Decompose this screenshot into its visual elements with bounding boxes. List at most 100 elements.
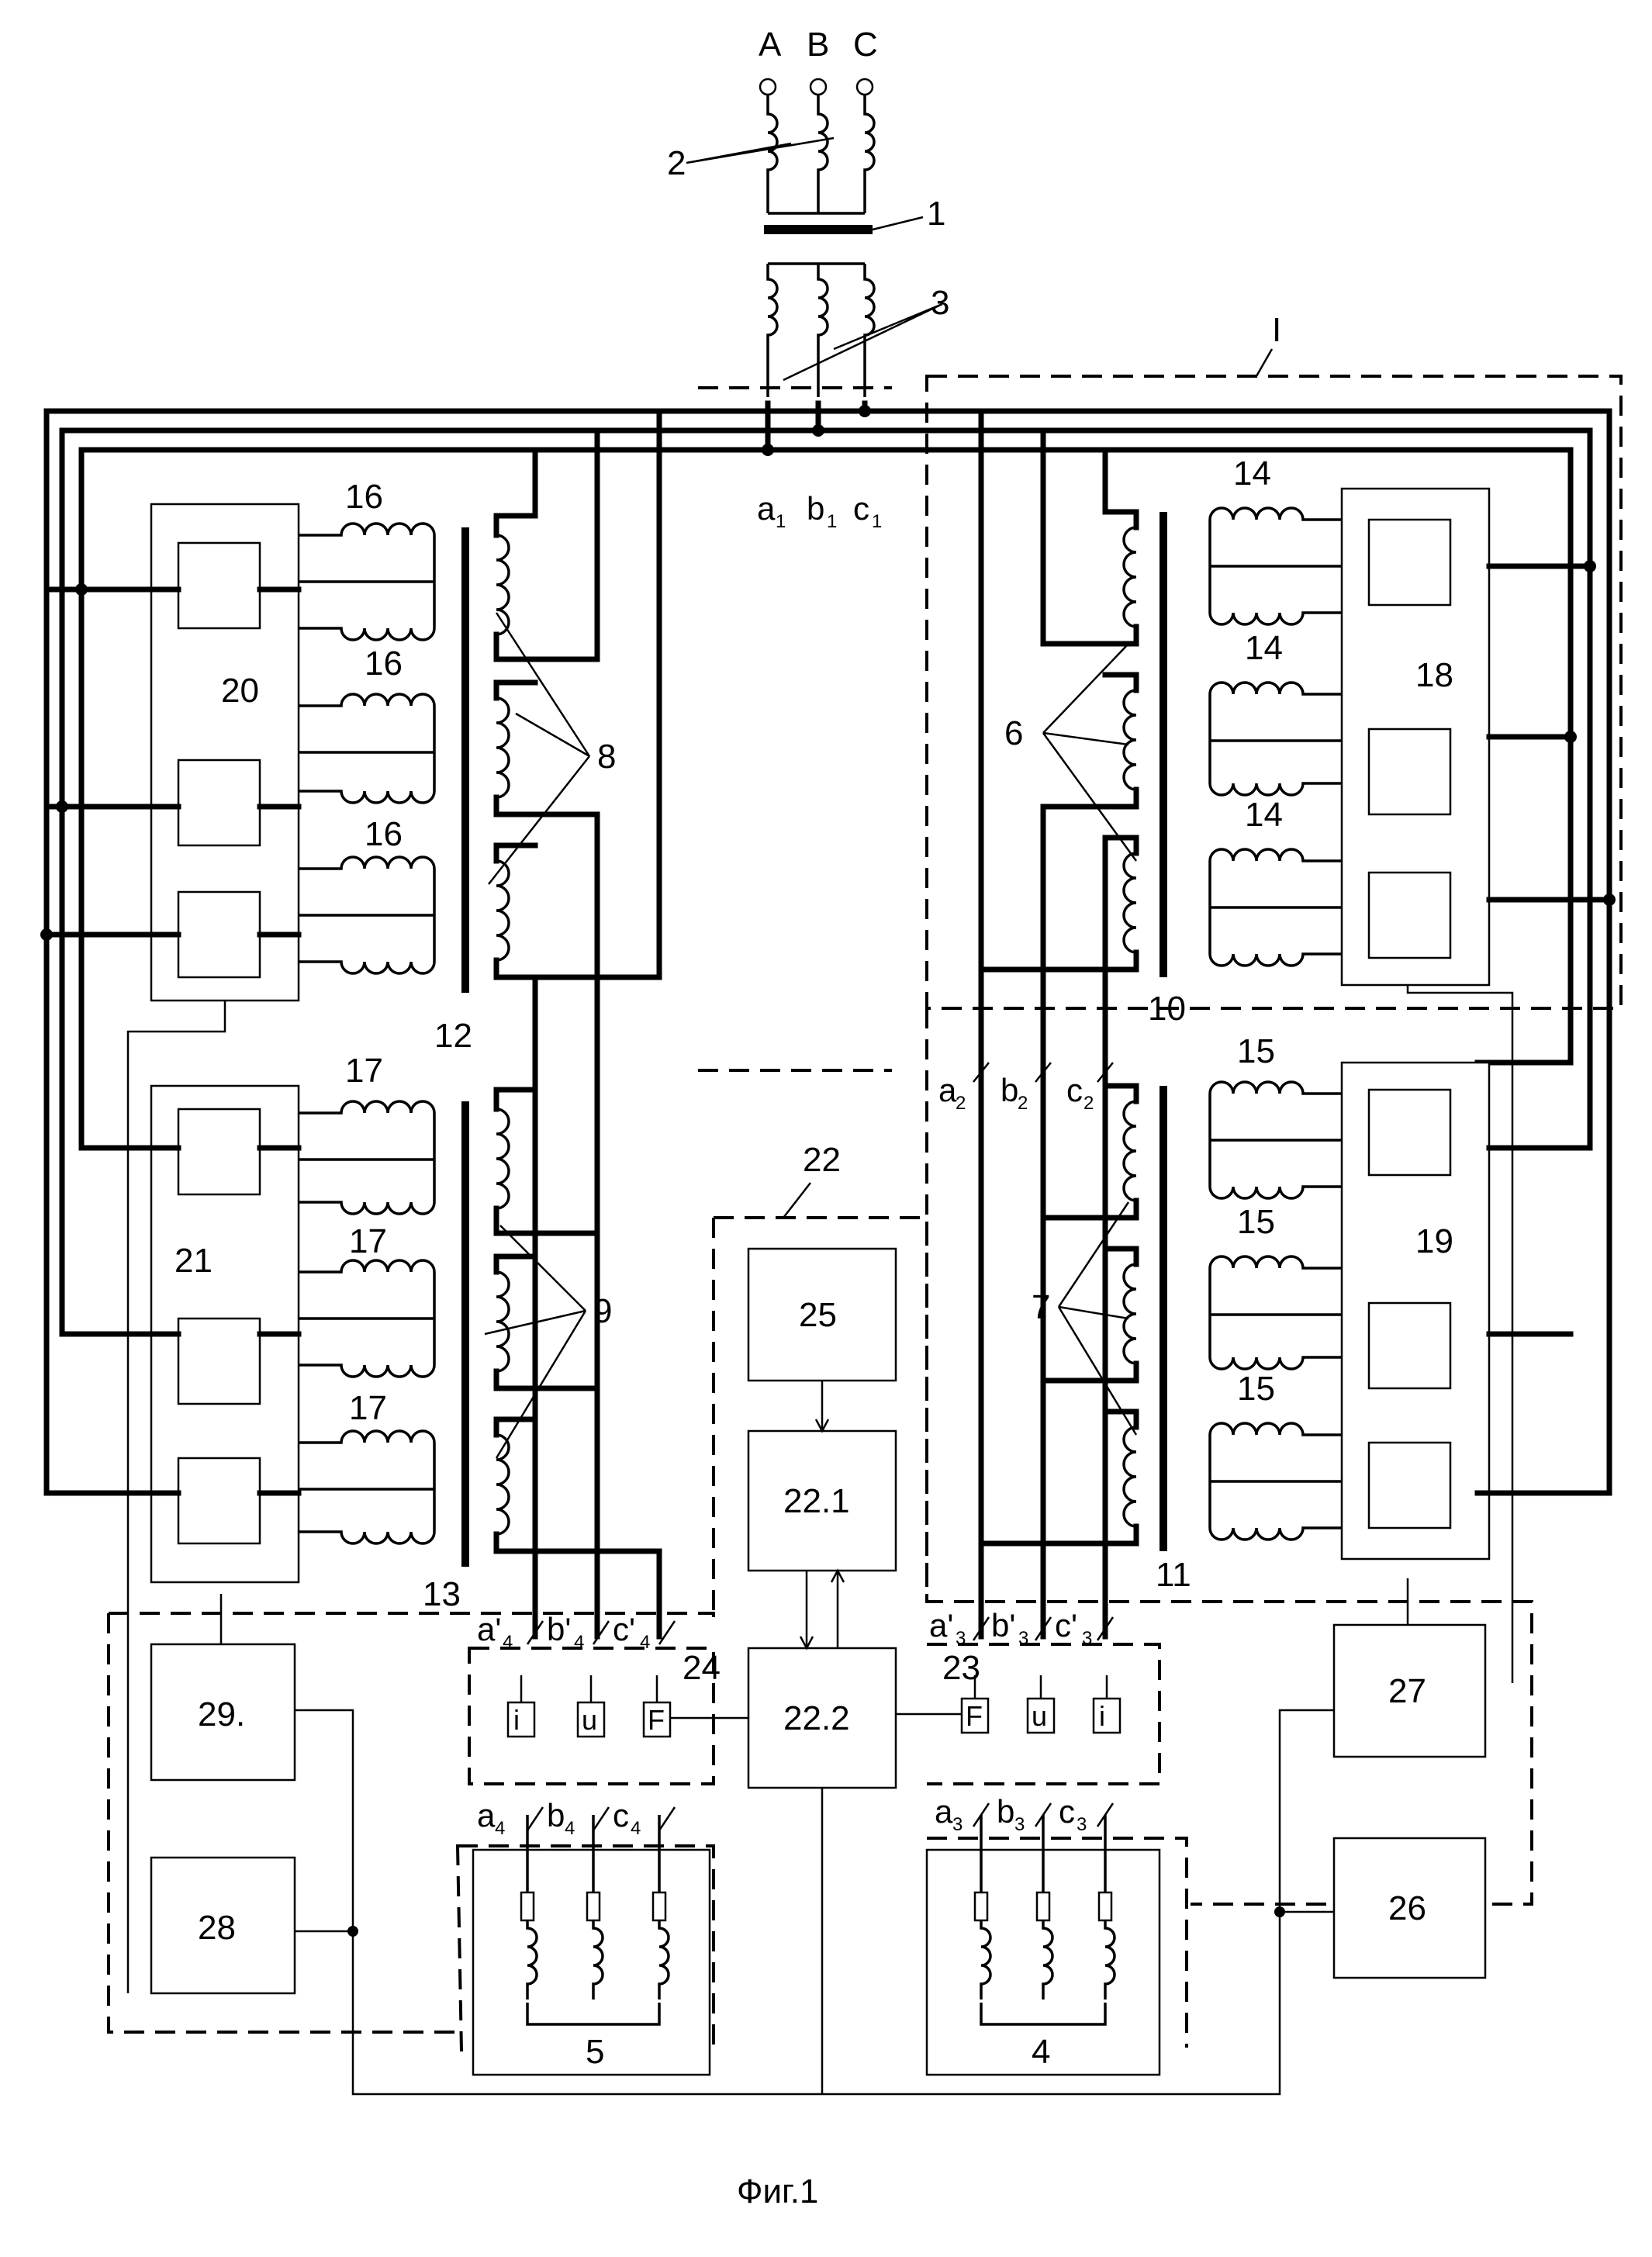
nodes-2: a 2 b 2 c 2 [938, 1063, 1113, 1114]
transformer-12: 16 16 16 12 8 [299, 411, 659, 1055]
svg-text:4: 4 [640, 1632, 650, 1653]
svg-text:b: b [1001, 1072, 1018, 1108]
label-13: 13 [423, 1575, 461, 1613]
svg-text:27: 27 [1388, 1672, 1426, 1710]
svg-text:b': b' [547, 1611, 571, 1647]
label-14b: 14 [1245, 629, 1283, 667]
label-7: 7 [1032, 1288, 1050, 1326]
label-9: 9 [593, 1292, 612, 1330]
svg-text:F: F [966, 1700, 983, 1732]
load-4: 4 a 3 b 3 c 3 [927, 1793, 1187, 2075]
phase-label-B: B [807, 26, 829, 64]
svg-text:29.: 29. [198, 1695, 245, 1733]
svg-text:3: 3 [1014, 1814, 1025, 1835]
svg-text:4: 4 [1032, 2033, 1050, 2071]
label-21: 21 [175, 1242, 213, 1280]
label-16c: 16 [365, 815, 403, 853]
label-1: 1 [927, 195, 945, 233]
main-transformer: A B C 1 2 3 a 1 b 1 c 1 [667, 26, 949, 532]
svg-text:a': a' [477, 1611, 501, 1647]
svg-text:22.1: 22.1 [783, 1482, 850, 1520]
label-8: 8 [597, 738, 616, 776]
label-I: I [1272, 311, 1281, 349]
svg-text:b: b [547, 1797, 565, 1834]
svg-text:c': c' [613, 1611, 635, 1647]
label-14c: 14 [1245, 796, 1283, 834]
svg-text:2: 2 [956, 1093, 966, 1114]
label-24: 24 [683, 1649, 721, 1687]
label-2: 2 [667, 144, 686, 182]
transformer-10: 14 14 14 10 6 [981, 411, 1342, 1070]
svg-text:1: 1 [872, 511, 882, 532]
svg-text:4: 4 [631, 1818, 641, 1839]
svg-text:c': c' [1055, 1607, 1077, 1643]
core-11 [1160, 1086, 1167, 1551]
svg-text:i: i [513, 1704, 520, 1736]
svg-text:a': a' [929, 1607, 953, 1643]
load-5: 5 a 4 b 4 c 4 [458, 1797, 714, 2075]
svg-text:22.2: 22.2 [783, 1699, 850, 1737]
svg-text:4: 4 [503, 1632, 513, 1653]
svg-text:a: a [935, 1793, 953, 1830]
svg-text:u: u [1032, 1700, 1047, 1732]
converter-block-19: 19 [1342, 1063, 1590, 1559]
svg-text:1: 1 [827, 511, 837, 532]
svg-text:2: 2 [1018, 1093, 1028, 1114]
svg-text:c: c [1059, 1793, 1075, 1830]
svg-text:a: a [938, 1072, 957, 1108]
figure-caption: Фиг.1 [737, 2172, 818, 2210]
svg-text:3: 3 [1018, 1628, 1028, 1649]
svg-text:3: 3 [1077, 1814, 1087, 1835]
phase-label-C: C [853, 26, 878, 64]
svg-text:26: 26 [1388, 1889, 1426, 1927]
label-3: 3 [931, 284, 949, 322]
label-22: 22 [803, 1141, 841, 1179]
svg-text:4: 4 [495, 1818, 505, 1839]
label-16b: 16 [365, 645, 403, 683]
thyristor-block-18 [1342, 489, 1489, 985]
svg-text:5: 5 [586, 2033, 604, 2071]
transformer-11: 15 15 15 11 7 [981, 1032, 1342, 1637]
svg-text:3: 3 [1082, 1628, 1092, 1649]
node-a1: a [757, 490, 776, 527]
svg-text:3: 3 [952, 1814, 963, 1835]
label-15c: 15 [1237, 1370, 1275, 1408]
label-14a: 14 [1233, 455, 1271, 493]
label-16a: 16 [345, 478, 383, 516]
label-11: 11 [1156, 1556, 1191, 1594]
svg-text:1: 1 [776, 511, 786, 532]
svg-text:2: 2 [1083, 1093, 1094, 1114]
transformer-13: 17 17 17 13 9 [299, 814, 659, 1637]
core-13 [461, 1101, 469, 1567]
label-20: 20 [221, 672, 259, 710]
terminal-A [760, 79, 776, 95]
label-18: 18 [1415, 656, 1453, 694]
sensor-i-right [1094, 1699, 1120, 1733]
converter-block-18: 18 [1342, 489, 1616, 985]
core-1 [764, 225, 873, 234]
svg-text:F: F [648, 1704, 665, 1736]
terminal-B [810, 79, 826, 95]
node-b1: b [807, 490, 824, 527]
svg-text:25: 25 [799, 1296, 837, 1334]
label-17b: 17 [349, 1222, 387, 1260]
svg-text:4: 4 [565, 1818, 575, 1839]
label-19: 19 [1415, 1222, 1453, 1260]
sensor-i-left [508, 1702, 534, 1737]
label-6: 6 [1004, 714, 1023, 752]
svg-text:b: b [997, 1793, 1014, 1830]
node-c1: c [853, 490, 869, 527]
phase-label-A: A [759, 26, 782, 64]
label-15a: 15 [1237, 1032, 1275, 1070]
svg-text:a: a [477, 1797, 496, 1834]
svg-text:u: u [582, 1704, 597, 1736]
svg-text:c: c [1066, 1072, 1083, 1108]
svg-text:3: 3 [956, 1628, 966, 1649]
svg-text:c: c [613, 1797, 629, 1834]
svg-text:b': b' [991, 1607, 1015, 1643]
core-10 [1160, 512, 1167, 977]
svg-text:4: 4 [574, 1632, 584, 1653]
svg-text:i: i [1099, 1700, 1105, 1732]
